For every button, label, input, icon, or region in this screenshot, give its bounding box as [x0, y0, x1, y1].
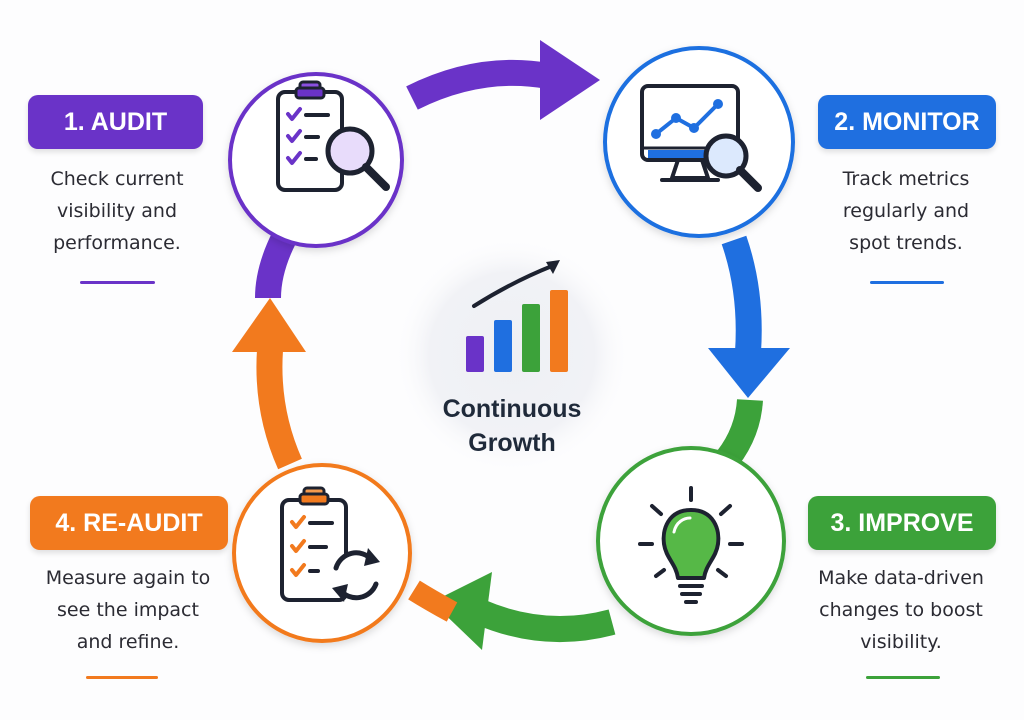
step-description-line: visibility. [860, 631, 942, 653]
arrow-tail-into-improve [717, 398, 763, 466]
step-badge-improve: 3. IMPROVE [808, 496, 996, 550]
step-description-improve: Make data-driven changes to boost visibi… [790, 562, 1012, 658]
arrow-tail-into-audit [255, 232, 296, 299]
center-title-line-1: Continuous [442, 395, 582, 423]
step-description-line: regularly and [842, 200, 970, 222]
step-underline-improve [866, 676, 940, 679]
step-description-line: changes to boost [819, 599, 983, 621]
step-description-line: Measure again to [45, 567, 211, 589]
growth-bar-chart-icon [466, 260, 568, 372]
step-description-line: see the impact [57, 599, 199, 621]
step-badge-monitor: 2. MONITOR [818, 95, 996, 149]
step-badge-audit: 1. AUDIT [28, 95, 203, 149]
arrow-monitor-to-improve [708, 235, 790, 398]
step-underline-audit [80, 281, 155, 284]
step-description-audit: Check current visibility and performance… [12, 163, 222, 259]
step-description-line: performance. [53, 232, 181, 254]
step-badge-reaudit: 4. RE-AUDIT [30, 496, 228, 550]
center-title-line-2: Growth [468, 429, 556, 457]
lightbulb-icon [638, 486, 744, 604]
step-description-line: Track metrics [842, 168, 970, 190]
step-description-line: Check current [50, 168, 184, 190]
clipboard-checklist-magnifier-icon [276, 80, 390, 192]
clipboard-checklist-refresh-icon [280, 486, 380, 602]
arrow-reaudit-to-audit [232, 298, 306, 470]
step-description-line: visibility and [56, 200, 178, 222]
monitor-line-chart-magnifier-icon [640, 84, 762, 192]
step-description-line: Make data-driven [818, 567, 984, 589]
arrow-improve-to-reaudit [432, 572, 616, 650]
step-description-reaudit: Measure again to see the impact and refi… [15, 562, 241, 658]
step-description-line: and refine. [76, 631, 180, 653]
arrow-tail-from-reaudit [408, 580, 458, 622]
step-description-monitor: Track metrics regularly and spot trends. [800, 163, 1012, 259]
arrow-audit-to-monitor [406, 40, 600, 120]
center-title: Continuous Growth [402, 392, 622, 460]
step-underline-reaudit [86, 676, 158, 679]
step-description-line: spot trends. [849, 232, 963, 254]
step-underline-monitor [870, 281, 944, 284]
